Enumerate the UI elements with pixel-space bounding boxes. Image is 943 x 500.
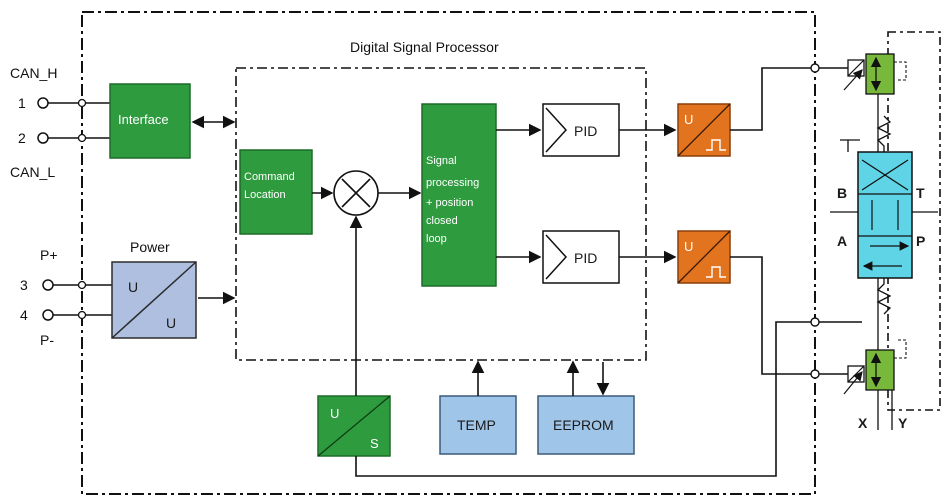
pilot-valve-top [843,53,907,95]
main-valve-spool [830,115,938,315]
feedback-s-label: S [370,436,379,451]
interface-label: Interface [118,112,169,127]
eeprom-label: EEPROM [553,417,614,433]
p-minus-label: P- [40,332,54,348]
interface-block [109,83,191,159]
pin-2-terminal [37,132,49,144]
svg-text:U: U [684,112,693,127]
driver-bottom-block: U [677,230,731,284]
dsp-title: Digital Signal Processor [350,39,499,55]
driver-top-block: U [677,103,731,157]
eeprom-block [537,395,635,455]
signal-label-line1: Signal [426,155,457,167]
signal-label-line2: processing [426,177,479,189]
can-h-label: CAN_H [10,65,57,81]
pin-4-label: 4 [20,307,28,323]
signal-processing-block [421,103,497,287]
temp-block [439,395,517,455]
power-u-bottom: U [166,315,176,331]
port-b-label: B [837,185,847,201]
dsp-boundary [81,11,816,495]
svg-text:U: U [684,239,693,254]
pin-2-label: 2 [18,130,26,146]
port-a-label: A [837,233,847,249]
pid-bottom-label: PID [574,250,597,266]
command-location-block [239,149,313,235]
power-u-top: U [128,279,138,295]
port-t-label: T [916,185,925,201]
pin-1-label: 1 [18,95,26,111]
pin-1-terminal [37,97,49,109]
power-label: Power [130,239,170,255]
pid-bottom-block [542,230,620,284]
command-label-line2: Location [244,189,286,201]
temp-label: TEMP [457,417,496,433]
pilot-valve-bottom [843,339,907,395]
port-p-label: P [916,233,925,249]
port-x-label: X [858,415,868,431]
pin-3-terminal [42,279,54,291]
controller-boundary [235,67,647,361]
can-l-label: CAN_L [10,164,55,180]
signal-label-line4: closed [426,215,458,227]
feedback-u-label: U [330,406,339,421]
p-plus-label: P+ [40,247,58,263]
pin-3-label: 3 [20,277,28,293]
command-label-line1: Command [244,171,295,183]
port-y-label: Y [898,415,908,431]
pid-top-label: PID [574,123,597,139]
signal-label-line5: loop [426,233,447,245]
pin-4-terminal [42,309,54,321]
pid-top-block [542,103,620,157]
signal-label-line3: + position [426,197,473,209]
